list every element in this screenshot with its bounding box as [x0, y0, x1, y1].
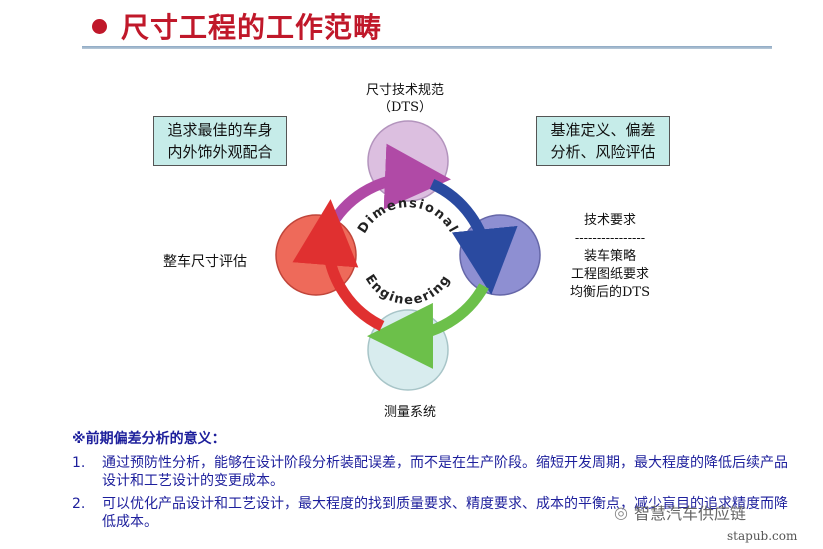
label-vehicle-evaluation: 整车尺寸评估 — [163, 254, 247, 270]
box-body-appearance: 追求最佳的车身 内外饰外观配合 — [153, 116, 287, 166]
label-right-line: 均衡后的DTS — [570, 285, 650, 300]
center-text-engineering: Engineering — [362, 272, 454, 308]
box-datum-analysis: 基准定义、偏差 分析、风险评估 — [536, 116, 670, 166]
site-watermark: stapub.com — [727, 529, 798, 543]
page-title: 尺寸工程的工作范畴 — [121, 11, 383, 44]
watermark: ◎ 智慧汽车供应链 — [614, 500, 746, 524]
center-text-dimensional: Dimensional — [355, 196, 461, 236]
title-bullet-icon — [92, 18, 107, 34]
title-row: 尺寸工程的工作范畴 — [92, 8, 382, 44]
note-number: 2. — [72, 496, 86, 512]
box-right-line: 基准定义、偏差 — [550, 121, 656, 139]
note-number: 1. — [72, 455, 86, 471]
arrow-left-red — [292, 199, 385, 331]
label-right-line: 技术要求 — [583, 213, 636, 228]
label-top-line: 尺寸技术规范 — [365, 83, 444, 98]
note-text: 可以优化产品设计和工艺设计，最大程度的找到质量要求、精度要求、成本的平衡点，减少… — [102, 496, 788, 530]
notes-section: ※前期偏差分析的意义： 1. 通过预防性分析，能够在设计阶段分析装配误差，而不是… — [72, 428, 792, 536]
box-right-line: 分析、风险评估 — [550, 143, 656, 161]
arrow-bottom-green — [367, 283, 489, 369]
label-tech-requirements: 技术要求 ---------------- 装车策略 工程图纸要求 均衡后的DT… — [540, 212, 680, 302]
arrow-right-blue — [429, 178, 518, 295]
wechat-icon: ◎ — [614, 502, 628, 522]
watermark-text: 智慧汽车供应链 — [633, 504, 746, 523]
box-left-line: 内外饰外观配合 — [167, 143, 273, 161]
label-dts: 尺寸技术规范 （DTS） — [340, 82, 470, 116]
box-left-line: 追求最佳的车身 — [167, 121, 273, 139]
notes-heading: ※前期偏差分析的意义： — [72, 431, 226, 447]
label-measurement-system: 测量系统 — [383, 405, 436, 420]
note-text: 通过预防性分析，能够在设计阶段分析装配误差，而不是在生产阶段。缩短开发周期，最大… — [102, 455, 788, 489]
label-right-line: ---------------- — [574, 231, 646, 246]
title-underline — [82, 46, 772, 49]
note-item: 2. 可以优化产品设计和工艺设计，最大程度的找到质量要求、精度要求、成本的平衡点… — [72, 495, 792, 531]
label-top-line: （DTS） — [378, 100, 432, 115]
note-item: 1. 通过预防性分析，能够在设计阶段分析装配误差，而不是在生产阶段。缩短开发周期… — [72, 454, 792, 490]
label-right-line: 装车策略 — [583, 249, 636, 264]
label-right-line: 工程图纸要求 — [570, 267, 649, 282]
